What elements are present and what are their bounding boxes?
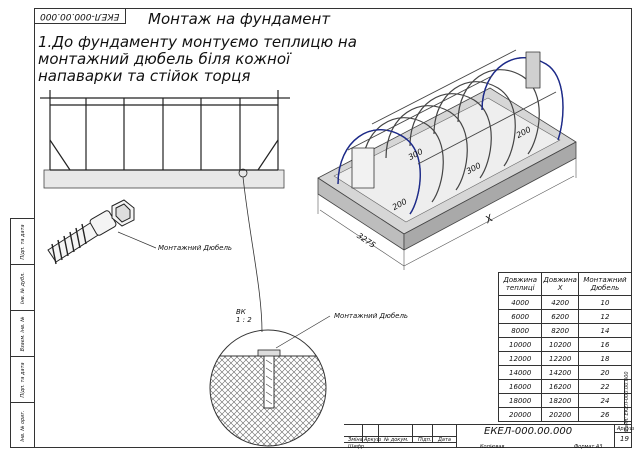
side-view-drawing (40, 90, 290, 189)
drawing-frame (34, 8, 632, 448)
tb-col-date: Дата (438, 437, 451, 443)
table-cell: 20000 (497, 407, 543, 422)
table-cell: 26 (577, 407, 633, 422)
table-cell: 4000 (497, 295, 543, 310)
table-cell: 16 (577, 337, 633, 352)
table-cell: 14000 (497, 365, 543, 380)
table-cell: 8200 (541, 323, 579, 338)
side-cell: Підп. та дата (11, 357, 35, 403)
tb-col-doc: № докум. (384, 437, 409, 443)
tb-document-number: ЕКЕЛ-000.00.000 (484, 426, 573, 437)
title-block (344, 424, 632, 448)
table-header-cell: Довжина теплиці (497, 272, 543, 296)
table-header-cell: Довжина Х (541, 272, 579, 296)
table-header-cell: Монтажний Дюбель (577, 272, 633, 296)
detail-leader-line (242, 176, 263, 333)
table-cell: 10200 (541, 337, 579, 352)
table-header-row: Довжина теплиці Довжина Х Монтажний Дюбе… (497, 272, 633, 296)
side-strip: Підп. та дата Інв. № дубл. Взаєм. інв. №… (10, 218, 35, 448)
document-code-box: ЕКЕЛ-000.00.000 (34, 8, 126, 24)
table-cell: 8000 (497, 323, 543, 338)
tb-copied: Копіював (480, 444, 505, 450)
table-cell: 16000 (497, 379, 543, 394)
table-cell: 12000 (497, 351, 543, 366)
table-cell: 20200 (541, 407, 579, 422)
detail-view-name: ВК (236, 308, 246, 316)
side-cell: Інв. № дубл. (11, 265, 35, 311)
detail-view-scale: 1 : 2 (236, 316, 252, 324)
tb-col-sheet: Аркуш (364, 437, 382, 443)
table-cell: 18 (577, 351, 633, 366)
tb-format: Формат А3 (574, 444, 603, 450)
table-cell: 6200 (541, 309, 579, 324)
assembly-step-text: 1.До фундаменту монтуємо теплицю на монт… (38, 33, 357, 85)
table-cell: 18200 (541, 393, 579, 408)
table-cell: 18000 (497, 393, 543, 408)
tb-side-file: Файл: ЕКЕЛ-000.00.000 (624, 371, 630, 433)
side-cell: Взаєм. інв. № (11, 311, 35, 357)
table-cell: 10000 (497, 337, 543, 352)
table-cell: 4200 (541, 295, 579, 310)
tb-sheet-label: Аркуш (617, 426, 635, 432)
specification-table: Довжина теплиці Довжина Х Монтажний Дюбе… (497, 272, 633, 422)
table-cell: 16200 (541, 379, 579, 394)
dowel-leader-1 (117, 231, 157, 249)
tb-col-sign: Підп. (418, 437, 432, 443)
table-cell: 12 (577, 309, 633, 324)
dowel-illustration (47, 199, 135, 265)
table-cell: 14 (577, 323, 633, 338)
tb-shifr: Шифр (348, 444, 365, 450)
detail-dowel-label: Монтажний Дюбель (334, 312, 409, 320)
tb-sheet-number: 19 (620, 435, 629, 443)
table-cell: 10 (577, 295, 633, 310)
table-cell: 14200 (541, 365, 579, 380)
dowel-callout-label: Монтажний Дюбель (158, 244, 233, 252)
tb-col-izm: Зміна (348, 437, 363, 443)
table-cell: 12200 (541, 351, 579, 366)
greenhouse-3d-drawing (317, 49, 577, 270)
table-cell: 6000 (497, 309, 543, 324)
sheet-title: Монтаж на фундамент (148, 10, 331, 28)
side-cell: Підп. та дата (11, 219, 35, 265)
